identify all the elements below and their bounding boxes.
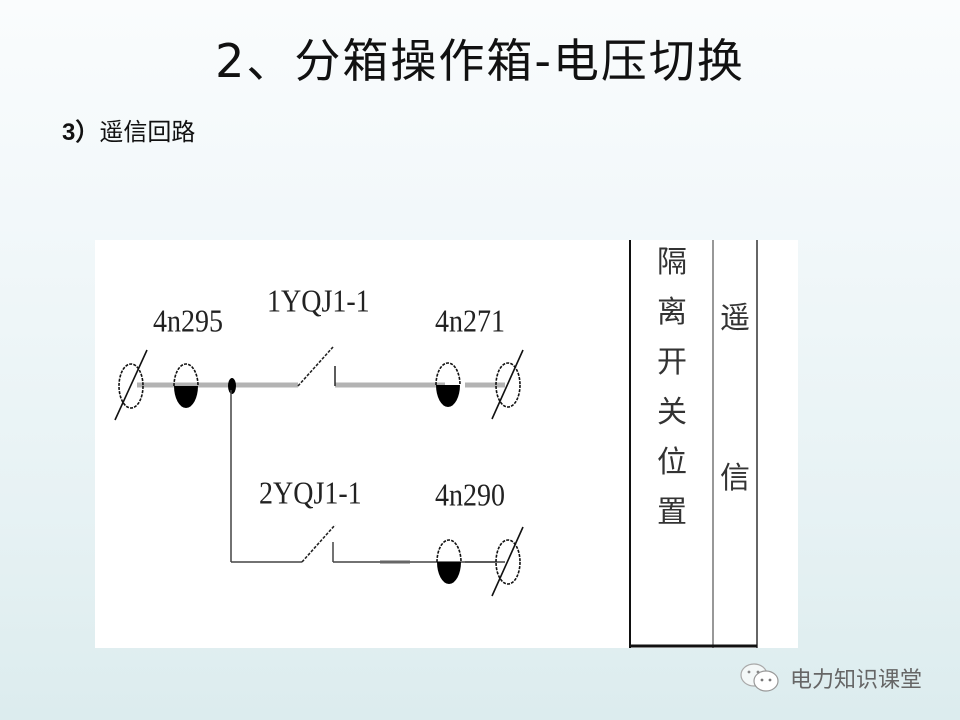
table-char: 位	[657, 445, 687, 480]
table-char: 遥	[720, 301, 750, 336]
terminal-symbol-left	[114, 349, 148, 421]
terminal-4n271-symbol	[435, 362, 461, 407]
wechat-icon	[738, 662, 784, 694]
watermark: 电力知识课堂	[738, 662, 922, 694]
table-char: 开	[657, 345, 687, 380]
terminal-symbol-right-2	[491, 526, 524, 597]
watermark-text: 电力知识课堂	[790, 668, 923, 693]
label-2yqj1-1: 2YQJ1-1	[259, 475, 362, 512]
label-4n290: 4n290	[435, 477, 505, 514]
table-column-remote-signal: 遥 信	[720, 304, 750, 494]
table-char: 隔	[657, 245, 687, 280]
table-char: 关	[657, 395, 687, 430]
terminal-symbol-right-1	[491, 349, 524, 420]
section-subtitle: 3）遥信回路	[62, 120, 195, 145]
table-char: 信	[720, 461, 750, 496]
remote-signal-circuit-diagram: 4n295 1YQJ1-1 4n271 2YQJ1-1 4n290 隔 离 开 …	[95, 240, 798, 648]
label-4n271: 4n271	[435, 303, 505, 340]
table-column-isolator-position: 隔 离 开 关 位 置	[657, 248, 687, 528]
subtitle-number: 3）	[62, 119, 100, 146]
slide-title: 2、分箱操作箱-电压切换	[215, 34, 745, 88]
label-4n295: 4n295	[153, 303, 223, 340]
junction-dot	[228, 378, 236, 394]
table-char: 置	[657, 495, 687, 530]
terminal-4n290-symbol	[436, 539, 462, 584]
table-char: 离	[657, 295, 687, 330]
label-1yqj1-1: 1YQJ1-1	[267, 283, 370, 320]
subtitle-text: 遥信回路	[99, 118, 196, 146]
terminal-4n295-symbol	[173, 363, 199, 408]
circuit-drawing	[114, 240, 758, 648]
